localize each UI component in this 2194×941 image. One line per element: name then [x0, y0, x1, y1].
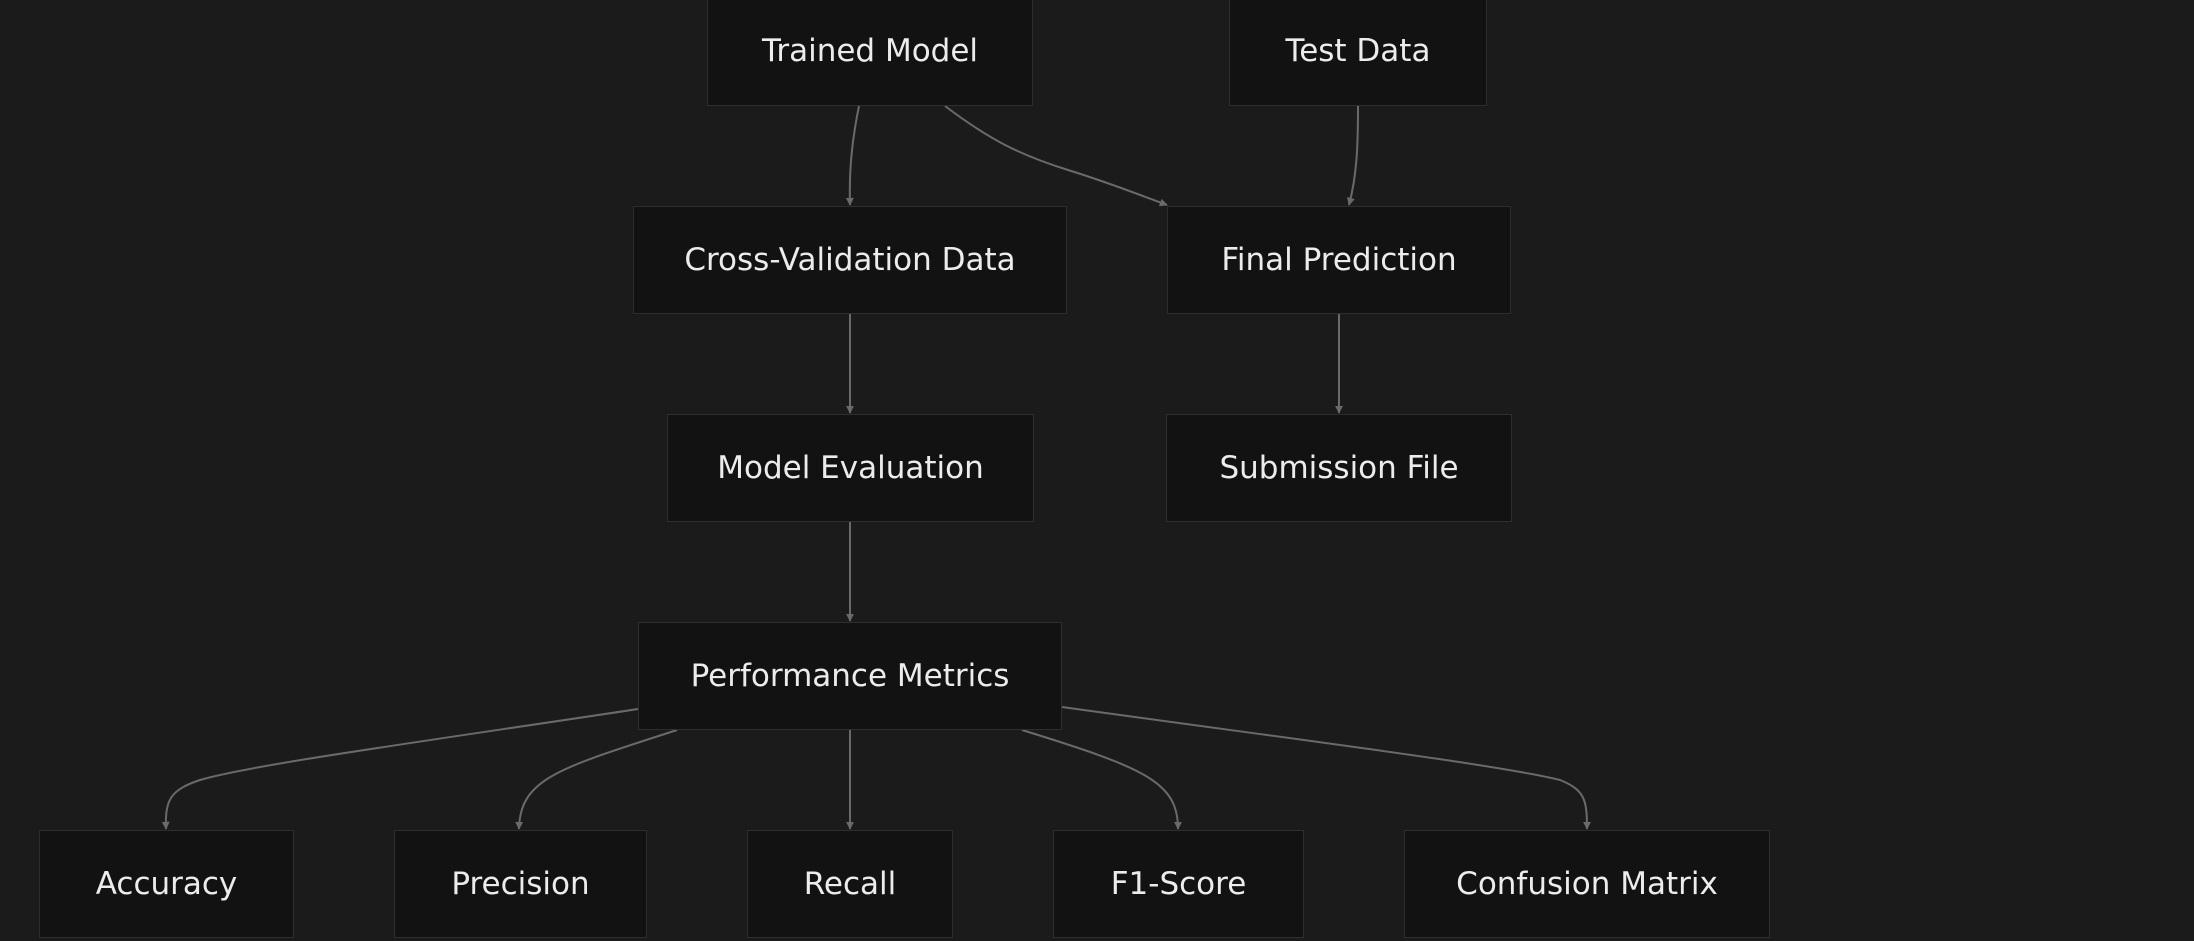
node-f1-score-label: F1-Score — [1110, 866, 1247, 902]
edge-performance-metrics-to-precision — [515, 729, 678, 830]
node-f1-score[interactable]: F1-Score — [1053, 830, 1304, 938]
node-trained-model-label: Trained Model — [761, 33, 979, 69]
node-test-data-label: Test Data — [1285, 33, 1431, 69]
node-precision-label: Precision — [451, 866, 590, 902]
node-final-prediction[interactable]: Final Prediction — [1167, 206, 1511, 314]
node-cross-validation-data-label: Cross-Validation Data — [684, 242, 1016, 278]
node-performance-metrics-label: Performance Metrics — [690, 658, 1010, 694]
node-recall[interactable]: Recall — [747, 830, 953, 938]
node-submission-file[interactable]: Submission File — [1166, 414, 1512, 522]
node-trained-model[interactable]: Trained Model — [707, 0, 1033, 106]
node-model-evaluation-label: Model Evaluation — [717, 450, 984, 486]
node-accuracy[interactable]: Accuracy — [39, 830, 294, 938]
node-confusion-matrix[interactable]: Confusion Matrix — [1404, 830, 1770, 938]
node-performance-metrics[interactable]: Performance Metrics — [638, 622, 1062, 730]
node-cross-validation-data[interactable]: Cross-Validation Data — [633, 206, 1067, 314]
edge-trained-model-to-final-prediction — [944, 105, 1168, 207]
edge-trained-model-to-cross-validation-data — [845, 105, 860, 206]
edge-performance-metrics-to-accuracy — [161, 708, 639, 830]
node-final-prediction-label: Final Prediction — [1221, 242, 1457, 278]
node-precision[interactable]: Precision — [394, 830, 647, 938]
node-model-evaluation[interactable]: Model Evaluation — [667, 414, 1034, 522]
node-confusion-matrix-label: Confusion Matrix — [1456, 866, 1718, 902]
edge-performance-metrics-to-confusion-matrix — [1061, 706, 1591, 830]
edge-performance-metrics-to-f1-score — [1021, 729, 1182, 830]
node-submission-file-label: Submission File — [1219, 450, 1459, 486]
node-test-data[interactable]: Test Data — [1229, 0, 1487, 106]
node-recall-label: Recall — [803, 866, 897, 902]
edge-test-data-to-final-prediction — [1346, 105, 1359, 206]
node-accuracy-label: Accuracy — [95, 866, 238, 902]
